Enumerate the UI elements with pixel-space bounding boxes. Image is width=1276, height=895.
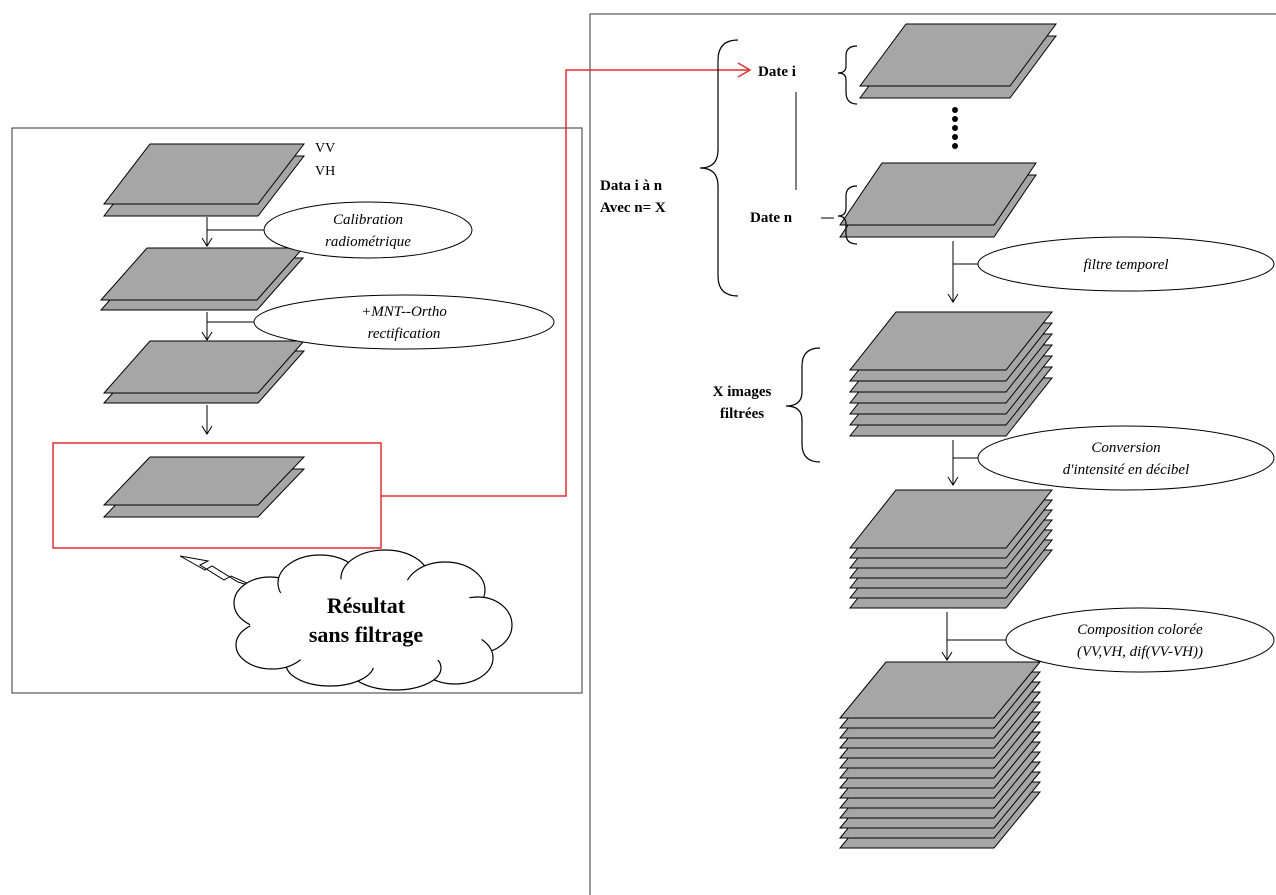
cloud-label-2: sans filtrage [309, 622, 424, 647]
image-layer [102, 143, 306, 205]
color-composition-ellipse [1005, 607, 1275, 673]
db-conversion-label-1: Conversion [1091, 440, 1160, 456]
right-flow-arrows [941, 241, 1006, 661]
image-layer [102, 456, 306, 506]
image-layer [848, 489, 1054, 549]
db-conversion-label-2: d'intensité en décibel [1063, 462, 1190, 478]
db-conversion-ellipse [977, 425, 1275, 491]
ortho-ellipse [253, 294, 555, 350]
layer-stacks [99, 23, 1057, 849]
left-flow-arrows [201, 217, 265, 435]
image-layer [848, 311, 1054, 371]
filtered-images-label-2: filtrées [720, 406, 764, 422]
calibration-ellipse [263, 201, 473, 259]
vh-label: VH [315, 164, 335, 179]
stack-date-n [839, 162, 1037, 238]
temporal-filter-label: filtre temporel [1083, 257, 1168, 273]
stack-calibrated [99, 247, 305, 311]
left-panel-frame [11, 127, 583, 694]
data-range-label-2: Avec n= X [600, 200, 666, 216]
result-cloud [233, 549, 513, 691]
ortho-label-1: +MNT--Ortho [361, 304, 447, 320]
stack-filtered [848, 311, 1054, 437]
color-composition-label-2: (VV,VH, dif(VV-VH)) [1077, 644, 1203, 660]
red-arrowhead [737, 62, 752, 78]
date-n-label: Date n [750, 210, 793, 226]
lightning-icon [179, 555, 259, 589]
image-layer [859, 23, 1057, 87]
right-panel-frame [589, 13, 1276, 895]
braces [699, 39, 858, 463]
filtered-images-label-1: X images [713, 384, 772, 400]
red-connector-line [381, 69, 750, 497]
stack-decibel [848, 489, 1054, 609]
vv-label: VV [315, 141, 335, 156]
calibration-label-2: radiométrique [325, 234, 411, 250]
stack-unfiltered [102, 456, 306, 518]
color-composition-label-1: Composition colorée [1077, 622, 1203, 638]
continuation-dots [952, 107, 958, 149]
cloud-label-1: Résultat [327, 593, 406, 618]
ortho-label-2: rectification [368, 326, 441, 342]
temporal-filter-ellipse [977, 236, 1275, 292]
image-layer [838, 661, 1042, 719]
stack-composite [838, 661, 1042, 849]
data-range-label-1: Data i à n [600, 178, 663, 194]
date-i-label: Date i [758, 64, 796, 80]
stack-ortho [102, 340, 306, 404]
stack-raw [102, 143, 306, 217]
calibration-label-1: Calibration [333, 212, 403, 228]
image-layer [839, 162, 1037, 226]
stack-date-i [859, 23, 1057, 99]
